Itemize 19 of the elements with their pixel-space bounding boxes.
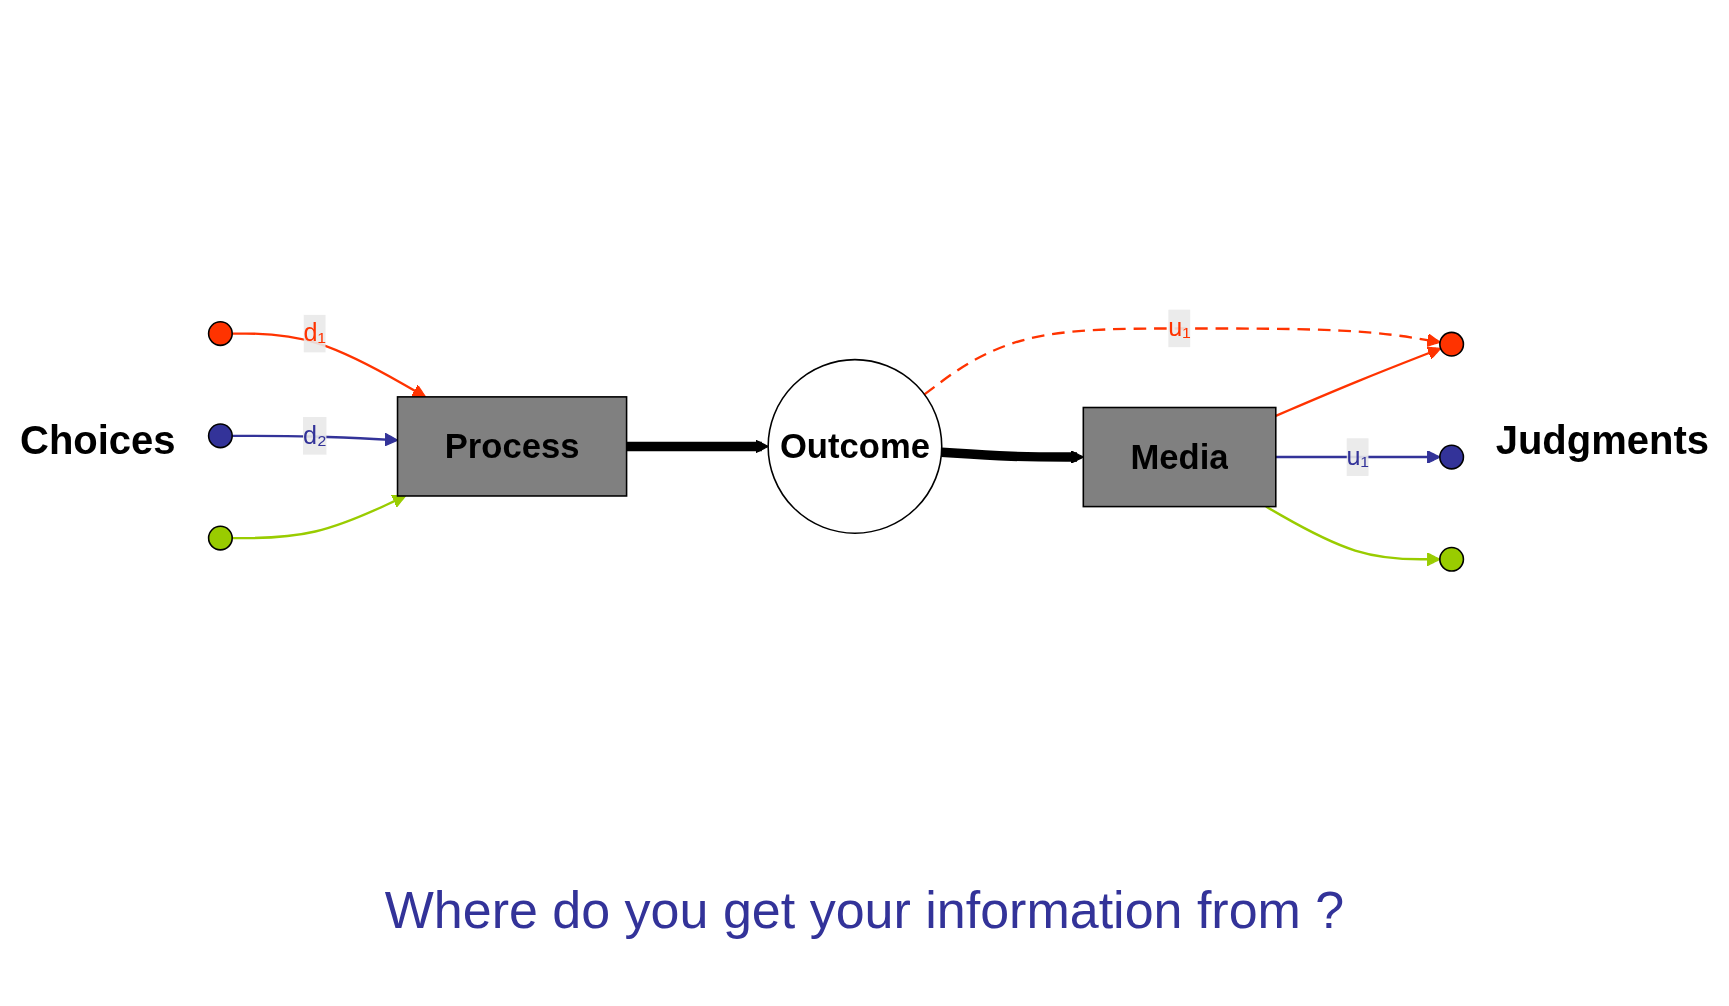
edge-label: d₂: [302, 421, 327, 449]
node-box: Media: [1082, 406, 1277, 508]
node-circle: [207, 525, 233, 551]
arrow: [231, 332, 426, 398]
edge-label: d₁: [303, 319, 326, 346]
edge-label: u₁: [1346, 442, 1369, 470]
node-box: Process: [396, 395, 627, 497]
node-circle: [1438, 331, 1464, 357]
group-label: Choices: [19, 417, 177, 463]
group-label: Judgments: [1494, 417, 1710, 463]
edge-label: u₁: [1167, 313, 1191, 341]
arrow: [923, 326, 1441, 395]
arrow: [231, 494, 406, 539]
node-circle: [207, 320, 233, 346]
node-circle: Outcome: [767, 358, 943, 534]
caption: Where do you get your information from ?: [384, 880, 1345, 940]
node-circle: [207, 422, 233, 449]
node-circle: [1438, 444, 1464, 470]
node-circle: [1438, 546, 1464, 572]
